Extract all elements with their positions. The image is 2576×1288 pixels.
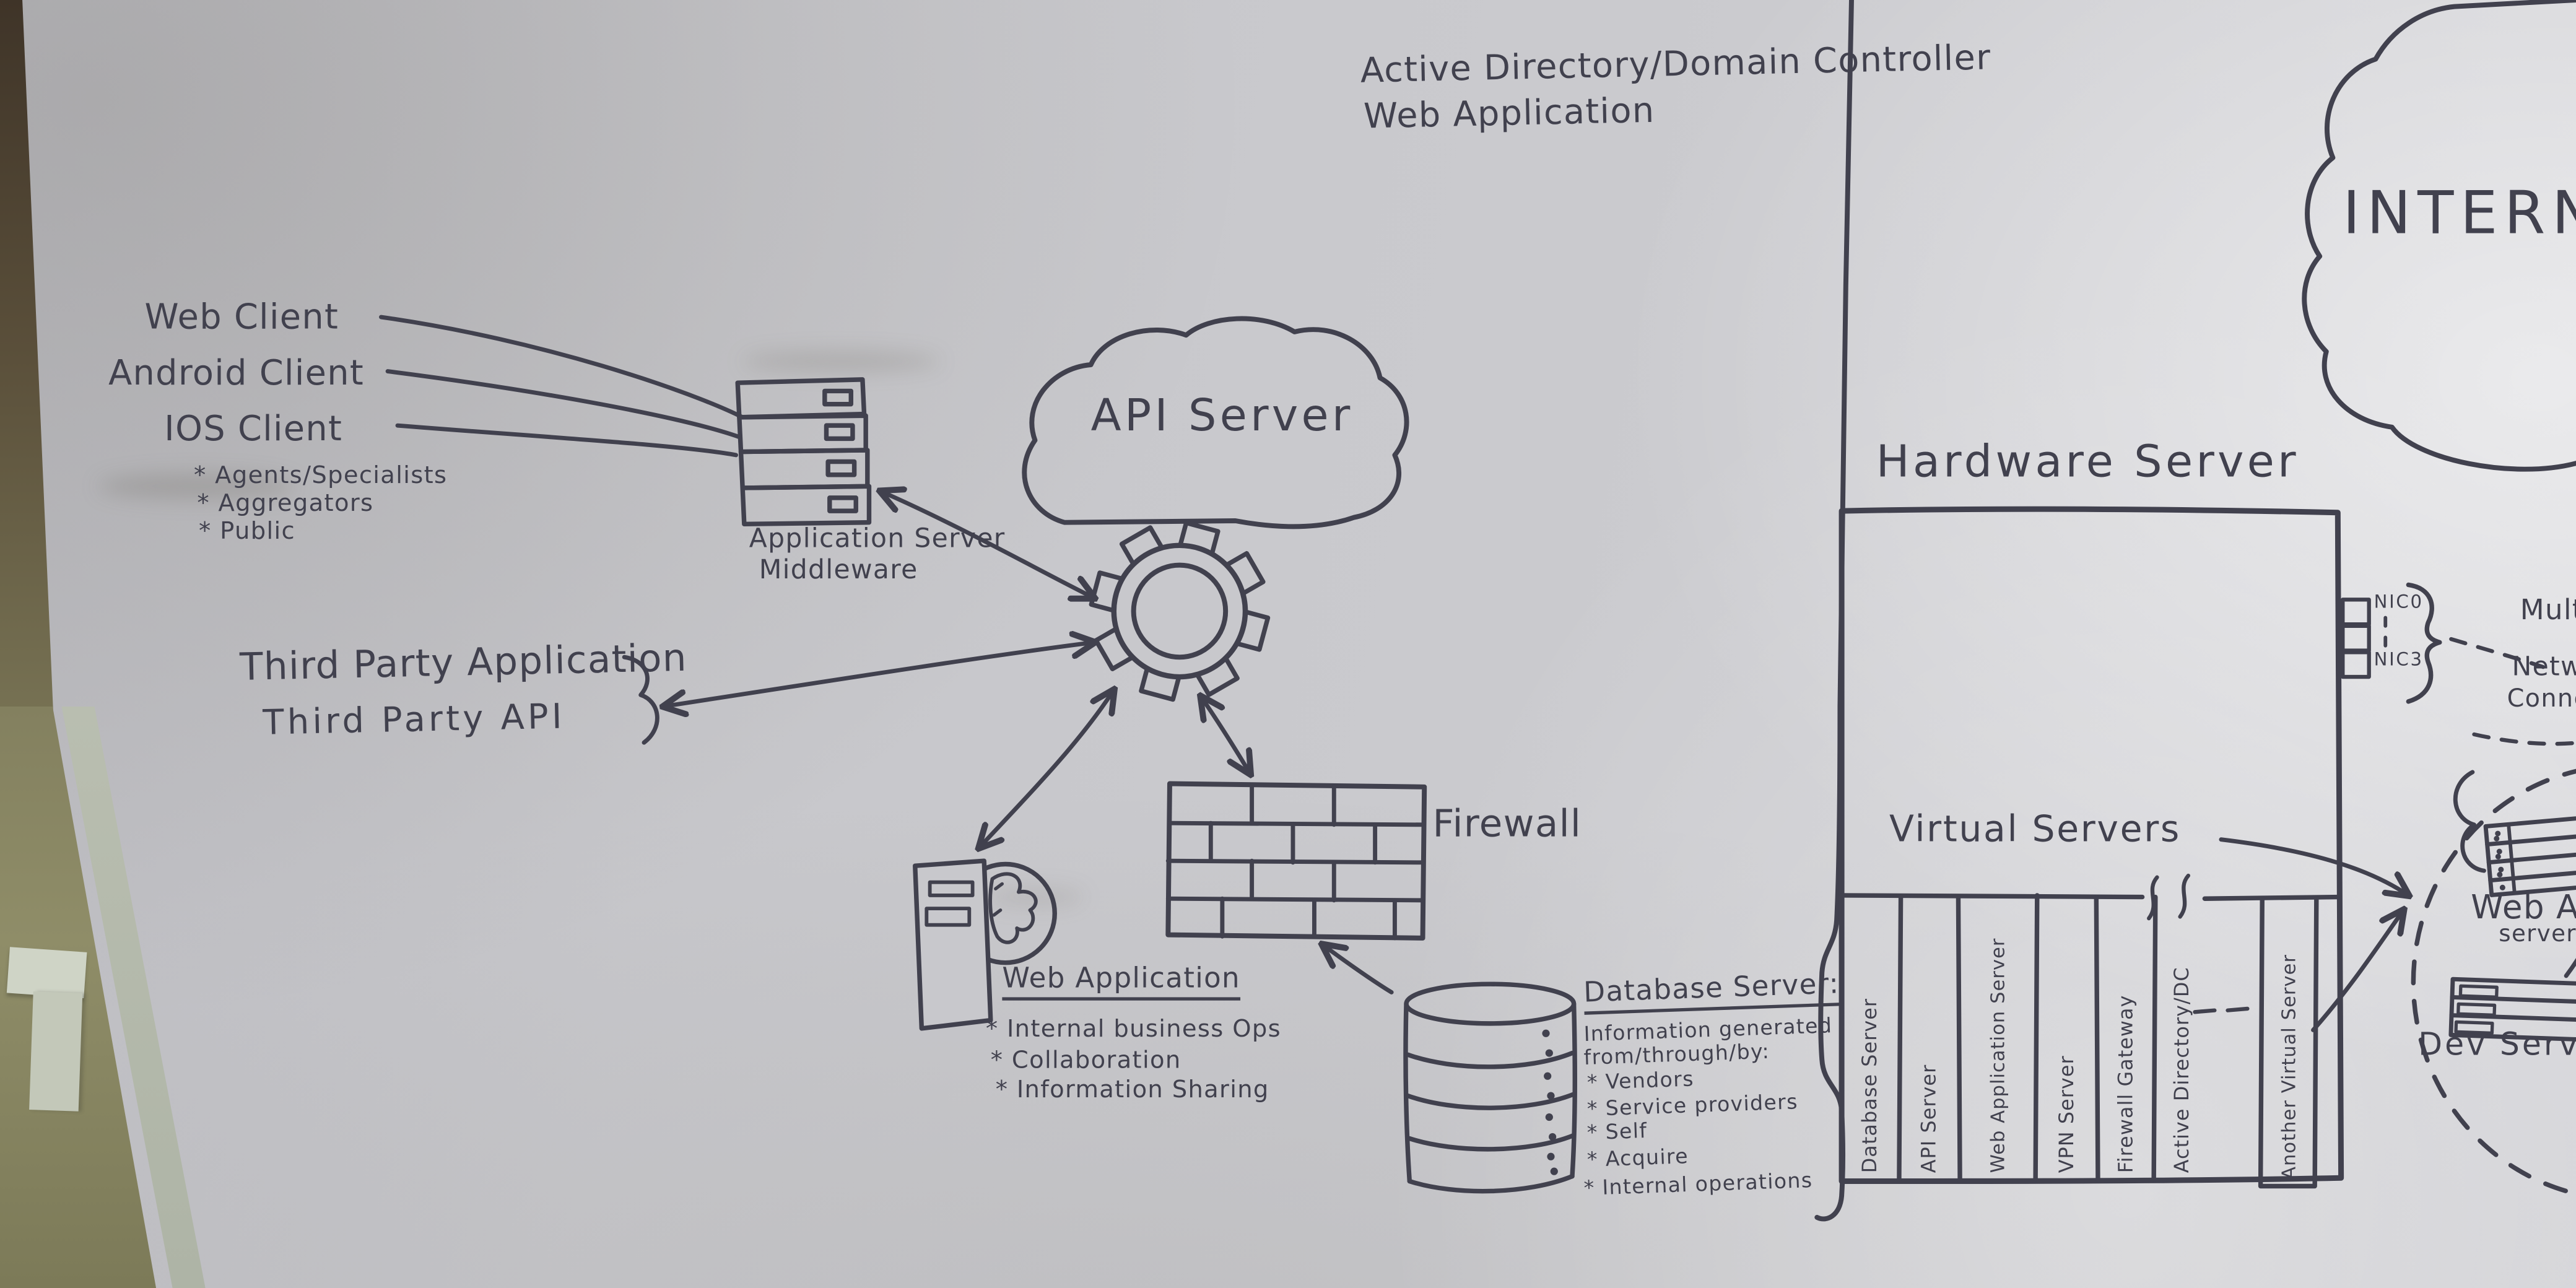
client-bullet: * Public <box>199 519 295 546</box>
app-server-label-line1: Application Server <box>749 522 1006 554</box>
web-app-host-icon <box>913 858 1057 1031</box>
whiteboard-bracket <box>6 947 87 999</box>
multi-network-fragment: Netw <box>2512 650 2576 682</box>
vs-column-label: Another Virtual Server <box>2277 954 2300 1180</box>
web-app-bullet: * Collaboration <box>990 1048 1181 1075</box>
internet-cloud-icon <box>2302 0 2576 472</box>
database-bullet: * Acquire <box>1586 1143 1689 1172</box>
eraser-smudge <box>98 473 296 500</box>
database-intro-line: from/through/by: <box>1583 1038 1770 1070</box>
gear-icon <box>1089 520 1271 702</box>
firewall-label: Firewall <box>1432 803 1582 846</box>
web-app-server-label-line1: Web Ap <box>2471 887 2576 927</box>
database-cylinder-icon <box>1403 981 1578 1194</box>
virtual-servers-arrows <box>2219 837 2408 1032</box>
web-app-server-label-line2: server <box>2499 921 2576 948</box>
virtual-servers-label: Virtual Servers <box>1889 809 2181 851</box>
multi-network-fragment: Connect <box>2507 683 2576 713</box>
hardware-server-box <box>1838 506 2344 1185</box>
curly-brace <box>622 655 659 745</box>
database-bullet: * Self <box>1586 1118 1648 1145</box>
web-app-bullet: * Information Sharing <box>995 1077 1269 1104</box>
app-server-label-line2: Middleware <box>759 554 918 585</box>
android-client-label: Android Client <box>108 353 365 393</box>
third-party-line1: Third Party Application <box>239 637 688 690</box>
nic0-label: NIC0 <box>2374 591 2424 613</box>
api-cloud-icon <box>1022 316 1409 529</box>
virtual-server-columns <box>1839 873 2342 1189</box>
vs-column-label: API Server <box>1917 1064 1941 1173</box>
app-server-rack-icon <box>735 377 872 527</box>
vs-column-label: VPN Server <box>2055 1055 2079 1173</box>
vs-column-label: Active Directory/DC <box>2170 967 2193 1173</box>
dev-server-label: Dev Server <box>2418 1027 2576 1063</box>
ios-client-label: IOS Client <box>164 409 343 449</box>
tower-pc-icon <box>913 858 993 1031</box>
dev-server-rack-icon <box>2448 977 2576 1042</box>
hardware-server-title: Hardware Server <box>1876 437 2299 488</box>
client-connector-lines <box>379 315 745 458</box>
vs-column-label: Web Application Server <box>1986 938 2009 1173</box>
database-bullet: * Vendors <box>1586 1066 1695 1095</box>
client-bullet: * Aggregators <box>197 491 374 518</box>
vs-column-label: Firewall Gateway <box>2114 994 2138 1173</box>
third-party-line2: Third Party API <box>262 697 566 742</box>
client-bullet: * Agents/Specialists <box>194 463 448 490</box>
web-app-rack-icon <box>2483 808 2576 897</box>
top-note-line2: Web Application <box>1363 90 1656 136</box>
web-app-bullet: * Internal business Ops <box>985 1017 1281 1043</box>
nic-ports-icon <box>2341 582 2576 746</box>
curly-brace <box>2406 582 2442 704</box>
api-cloud-label: API Server <box>1090 391 1354 442</box>
vs-column-label: Database Server <box>1858 998 1881 1173</box>
firewall-icon <box>1165 781 1427 941</box>
connector-arrows <box>664 491 1394 994</box>
cable-squiggle <box>2453 770 2486 873</box>
web-client-label: Web Client <box>144 297 339 337</box>
whiteboard-bracket <box>29 991 83 1112</box>
internet-label: INTERNET <box>2343 180 2576 248</box>
eraser-smudge <box>742 351 940 372</box>
dev-cable-line <box>2564 958 2576 978</box>
globe-continent <box>988 872 1038 944</box>
web-app-title: Web Application <box>1002 965 1240 1001</box>
dashed-zone <box>2411 768 2576 1196</box>
nic3-label: NIC3 <box>2374 648 2424 671</box>
multi-network-fragment: Mult <box>2520 594 2576 628</box>
